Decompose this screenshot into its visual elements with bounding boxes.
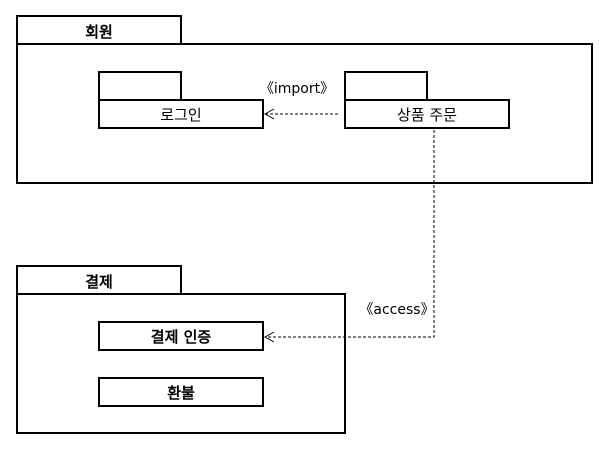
subpackage-product-order-body xyxy=(344,99,510,129)
import-dependency: 《import》 xyxy=(260,81,338,120)
access-dependency-line xyxy=(266,130,435,338)
package-payment-title: 결제 xyxy=(85,273,113,291)
element-payment-auth-box xyxy=(98,321,264,351)
import-arrowhead xyxy=(263,108,275,120)
subpackage-login-body xyxy=(98,99,264,129)
import-label: 《import》 xyxy=(260,81,334,97)
element-payment-auth: 결제 인증 xyxy=(98,321,264,351)
access-label: 《access》 xyxy=(359,302,434,318)
access-dependency: 《access》 xyxy=(263,130,435,343)
element-refund: 환불 xyxy=(98,377,264,407)
subpackage-product-order-label: 상품 주문 xyxy=(397,106,457,124)
element-payment-auth-label: 결제 인증 xyxy=(151,328,212,346)
package-payment-body xyxy=(16,293,346,434)
package-payment: 결제 xyxy=(16,265,346,434)
element-refund-label: 환불 xyxy=(167,384,195,402)
package-member-title: 회원 xyxy=(85,23,113,41)
subpackage-product-order: 상품 주문 xyxy=(344,71,510,129)
subpackage-login-tab xyxy=(98,71,182,101)
element-refund-box xyxy=(98,377,264,407)
subpackage-login-label: 로그인 xyxy=(160,106,201,124)
subpackage-login: 로그인 xyxy=(98,71,264,129)
access-arrowhead xyxy=(263,331,275,343)
subpackage-product-order-tab xyxy=(344,71,428,101)
